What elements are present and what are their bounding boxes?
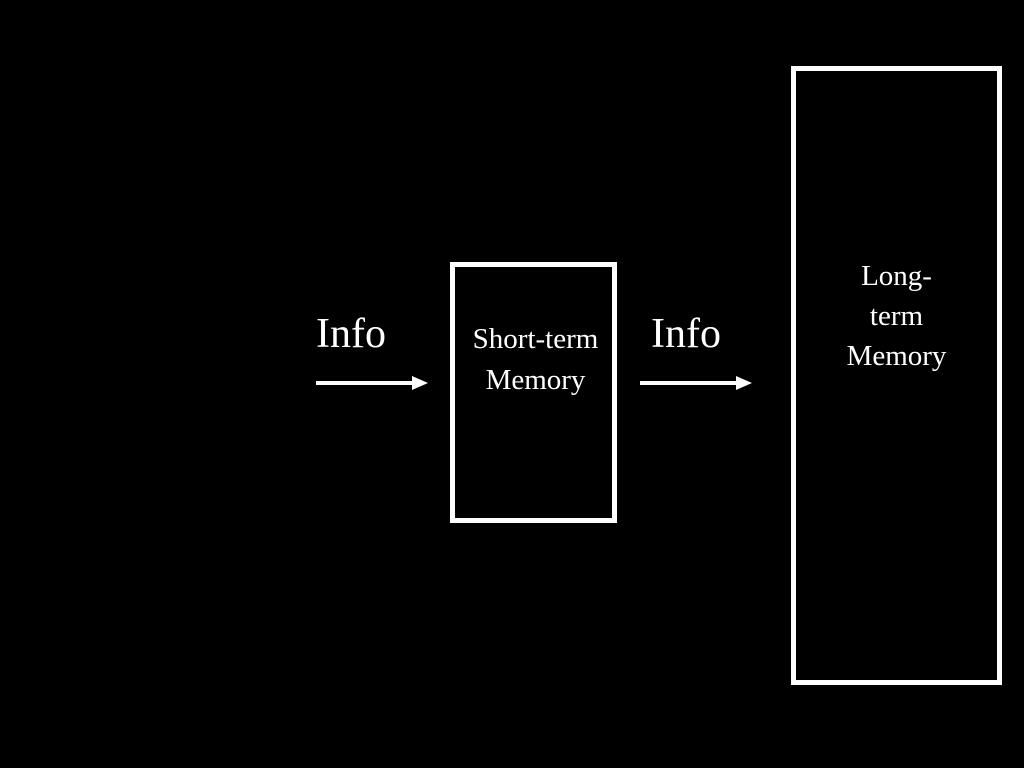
long-term-memory-line: Memory (846, 340, 947, 372)
long-term-memory-line: term (869, 300, 924, 332)
short-term-memory-label: Short-term Memory (451, 319, 620, 401)
short-term-memory-line: Memory (485, 364, 586, 396)
transfer-arrow-icon (640, 376, 752, 390)
long-term-memory-line: Long- (861, 260, 932, 292)
short-term-memory-line: Short-term (472, 323, 599, 355)
input-info-label: Info (316, 311, 386, 357)
long-term-memory-box: Long- term Memory (791, 66, 1002, 685)
long-term-memory-label: Long- term Memory (796, 256, 997, 376)
input-arrow-icon (316, 376, 428, 390)
transfer-info-label: Info (651, 311, 721, 357)
short-term-memory-box: Short-term Memory (450, 262, 617, 523)
